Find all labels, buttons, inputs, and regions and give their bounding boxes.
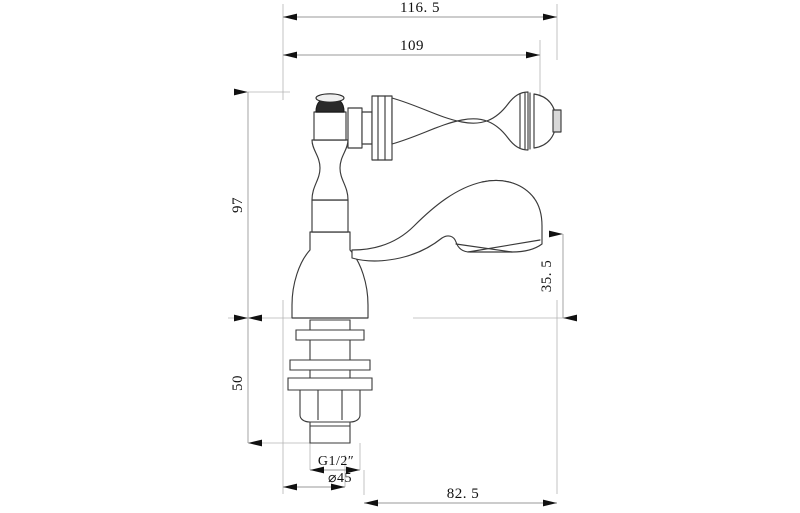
washer-lower [287, 377, 373, 391]
lever-handle [391, 91, 529, 151]
lever-spindle [347, 107, 363, 149]
lever-flange [371, 95, 393, 161]
dimension-lines [234, 13, 577, 507]
dim-label-50: 50 [230, 375, 246, 391]
headwork-waist [311, 139, 349, 201]
tap-body [291, 231, 369, 319]
dim-label-35-5: 35. 5 [539, 260, 555, 293]
headwork-barrel [311, 199, 349, 233]
dim-label-g12: G1/2″ [318, 454, 354, 469]
headwork-cap-top [315, 93, 345, 103]
dim-label-116-5: 116. 5 [400, 0, 440, 16]
spout-aerator-line [467, 239, 541, 253]
hex-nut [299, 389, 361, 423]
dim-label-82-5: 82. 5 [447, 486, 480, 502]
washer-upper [295, 329, 365, 341]
dim-label-d45: ⌀45 [328, 471, 352, 486]
spout-top-crest [481, 179, 535, 199]
dim-label-97: 97 [230, 197, 246, 213]
spout-outlet-edge [455, 243, 513, 253]
washer-mid [289, 359, 371, 371]
dim-label-109: 109 [400, 38, 424, 54]
lever-end-tip [552, 109, 562, 133]
thread-stub [309, 421, 351, 444]
spout [351, 179, 543, 262]
lever-spindle-ring [361, 111, 373, 145]
dimension-labels: 116. 5 109 97 50 35. 5 G1/2″ ⌀45 82. 5 [230, 0, 555, 502]
headwork-collar [313, 111, 347, 141]
tap-outline [291, 91, 562, 319]
shank-assembly [287, 319, 373, 444]
